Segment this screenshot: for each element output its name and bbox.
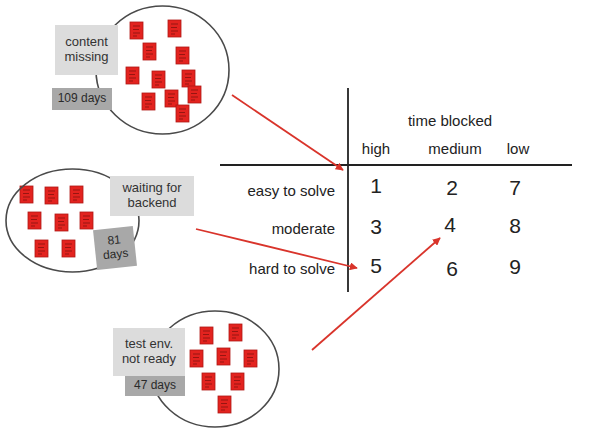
- days-text: 47 days: [134, 379, 176, 393]
- sticky-note: [202, 373, 215, 390]
- table-cell: 8: [509, 215, 521, 236]
- blocker-label: test env. not ready: [113, 328, 185, 376]
- blocker-cluster: waiting for backend81 days: [5, 168, 140, 273]
- sticky-note: [70, 186, 83, 203]
- row-header: moderate: [272, 221, 335, 236]
- days-text: 109 days: [58, 92, 107, 106]
- sticky-note: [126, 67, 139, 84]
- sticky-note: [55, 214, 68, 231]
- sticky-note: [217, 348, 230, 365]
- sticky-note: [244, 350, 257, 367]
- pointer-arrow: [232, 95, 343, 170]
- blocker-text: waiting for backend: [114, 181, 190, 211]
- sticky-note: [188, 86, 201, 103]
- row-header: hard to solve: [249, 261, 335, 276]
- table-cell: 6: [446, 258, 458, 279]
- blocker-label: waiting for backend: [110, 176, 194, 216]
- days-tag: 81 days: [93, 226, 137, 270]
- sticky-note: [152, 71, 165, 88]
- blocker-cluster: test env. not ready47 days: [150, 310, 280, 428]
- table-cell: 3: [370, 216, 382, 237]
- table-header: time blocked: [408, 113, 492, 128]
- days-tag: 109 days: [52, 88, 112, 110]
- sticky-note: [168, 20, 181, 37]
- sticky-note: [130, 22, 143, 39]
- row-header: easy to solve: [247, 183, 335, 198]
- sticky-note: [35, 240, 48, 257]
- column-header: high: [362, 141, 390, 156]
- blocker-text: content missing: [59, 35, 114, 65]
- table-cell: 7: [509, 177, 521, 198]
- sticky-note: [176, 105, 189, 122]
- blocker-text: test env. not ready: [117, 337, 181, 367]
- blocker-cluster: content missing109 days: [95, 5, 230, 135]
- sticky-note: [182, 70, 195, 87]
- sticky-note: [28, 212, 41, 229]
- days-tag: 47 days: [125, 376, 185, 396]
- sticky-note: [200, 327, 213, 344]
- table-cell: 9: [509, 256, 521, 277]
- blocker-label: content missing: [55, 25, 118, 75]
- table-cell: 1: [370, 175, 382, 196]
- sticky-note: [165, 90, 178, 107]
- sticky-note: [176, 47, 189, 64]
- days-text: 81 days: [98, 233, 133, 264]
- sticky-note: [143, 43, 156, 60]
- pointer-arrow: [312, 238, 440, 350]
- table-cell: 4: [444, 214, 456, 235]
- sticky-note: [142, 93, 155, 110]
- sticky-note: [218, 396, 231, 413]
- sticky-note: [190, 350, 203, 367]
- column-header: low: [507, 141, 530, 156]
- sticky-note: [80, 212, 93, 229]
- table-rule: [220, 164, 572, 166]
- table-rule: [347, 88, 349, 292]
- table-cell: 2: [446, 177, 458, 198]
- sticky-note: [62, 240, 75, 257]
- sticky-note: [229, 324, 242, 341]
- table-cell: 5: [370, 255, 382, 276]
- sticky-note: [231, 373, 244, 390]
- sticky-note: [20, 186, 33, 203]
- column-header: medium: [428, 141, 481, 156]
- sticky-note: [45, 187, 58, 204]
